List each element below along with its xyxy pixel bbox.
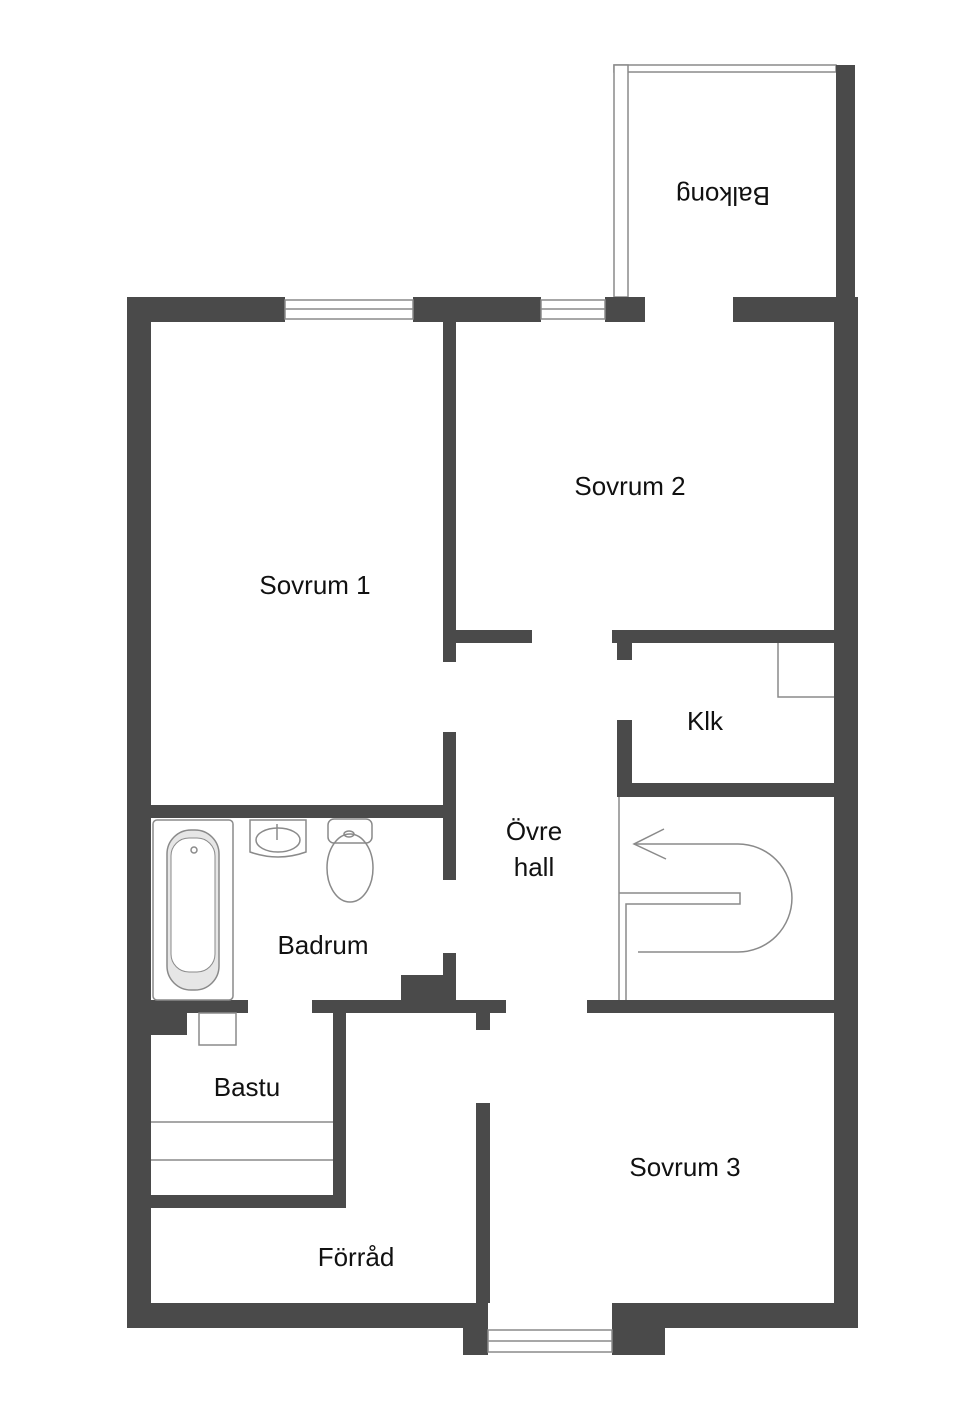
interior-walls bbox=[151, 322, 834, 1303]
room-label-badrum: Badrum bbox=[277, 930, 368, 960]
outer-walls bbox=[127, 297, 858, 1355]
toilet-icon bbox=[326, 818, 374, 903]
closet-outline bbox=[777, 643, 834, 698]
room-label-forrad: Förråd bbox=[318, 1242, 395, 1272]
room-label-bastu: Bastu bbox=[214, 1072, 281, 1102]
sauna-heater-icon bbox=[198, 1012, 237, 1046]
room-label-sovrum3: Sovrum 3 bbox=[629, 1152, 740, 1182]
room-label-ovre-hall-2: hall bbox=[514, 852, 554, 882]
sink-icon bbox=[249, 819, 307, 858]
windows bbox=[284, 299, 613, 1353]
room-label-balkong: Balkong bbox=[676, 181, 770, 211]
room-label-ovre-hall-1: Övre bbox=[506, 816, 562, 846]
stair-direction-arrow-icon bbox=[632, 828, 667, 860]
staircase bbox=[618, 797, 793, 1000]
bathtub-icon bbox=[152, 819, 234, 1001]
sauna-fixtures bbox=[151, 1012, 333, 1161]
balcony-railing bbox=[613, 64, 855, 298]
room-label-sovrum2: Sovrum 2 bbox=[574, 471, 685, 501]
room-label-sovrum1: Sovrum 1 bbox=[259, 570, 370, 600]
room-label-klk: Klk bbox=[687, 706, 724, 736]
